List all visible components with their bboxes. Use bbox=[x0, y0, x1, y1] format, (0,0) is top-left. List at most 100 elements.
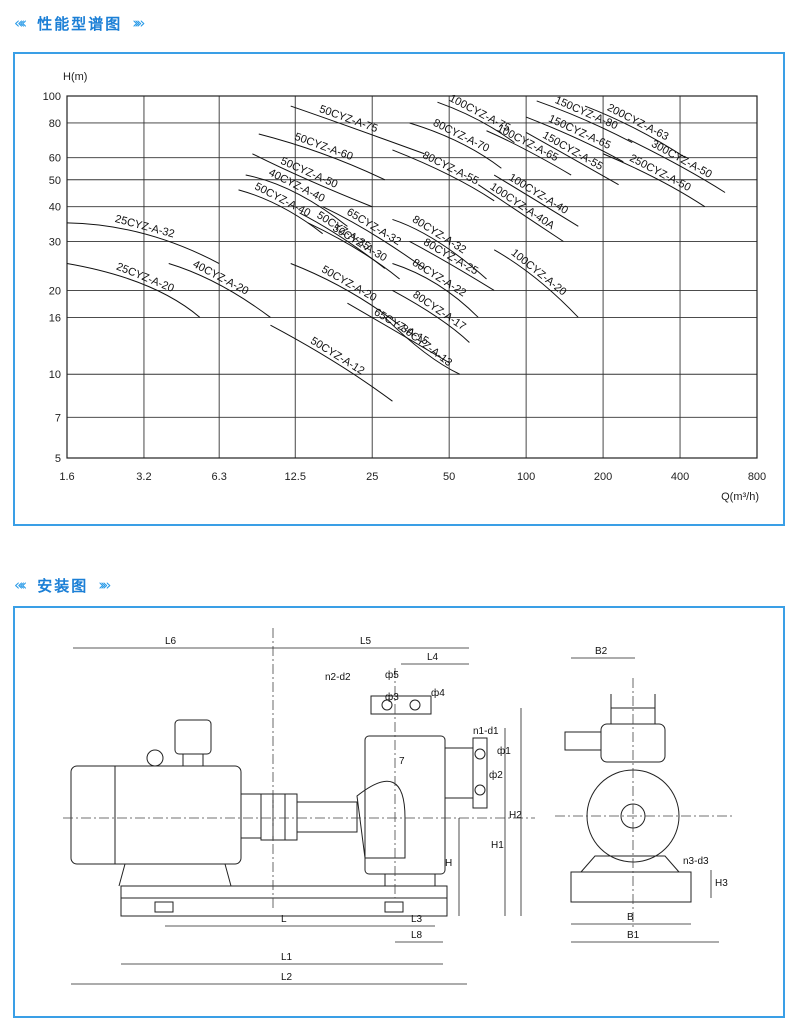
dim-label: L8 bbox=[411, 930, 423, 941]
performance-curve bbox=[299, 212, 386, 269]
dim-label: ф3 bbox=[385, 691, 399, 703]
dim-label: L1 bbox=[281, 952, 293, 963]
performance-curve bbox=[245, 174, 348, 227]
y-tick-label: 20 bbox=[49, 285, 61, 297]
suction-flange bbox=[370, 695, 432, 715]
installation-drawing: L6 L5 L4 n2-d2 ф5 ф3 ф4 n1-d1 ф1 ф2 7 H … bbox=[63, 628, 735, 985]
performance-curve bbox=[392, 149, 495, 202]
chevron-right-icon: ››» bbox=[132, 14, 145, 32]
installation-section-header: «‹‹ 安装图 ››» bbox=[14, 572, 111, 598]
x-tick-label: 12.5 bbox=[285, 471, 306, 483]
dim-label: n3-d3 bbox=[683, 856, 709, 867]
performance-section-header: «‹‹ 性能型谱图 ››» bbox=[14, 10, 145, 36]
dim-label: L2 bbox=[281, 972, 293, 983]
x-tick-label: 800 bbox=[748, 471, 766, 483]
plot-area-border bbox=[66, 95, 758, 459]
curve-label: 50CYZ-A-20 bbox=[319, 264, 378, 305]
pump-casing bbox=[356, 780, 406, 859]
installation-section-title: 安装图 bbox=[37, 577, 89, 595]
x-tick-label: 200 bbox=[594, 471, 612, 483]
x-tick-label: 25 bbox=[366, 471, 378, 483]
dim-label: B bbox=[627, 912, 634, 923]
dim-label: ф2 bbox=[489, 769, 503, 781]
performance-curve bbox=[270, 324, 393, 402]
performance-curve bbox=[584, 105, 686, 159]
pump-body bbox=[364, 735, 446, 875]
performance-curve bbox=[384, 317, 460, 375]
performance-curve bbox=[493, 249, 579, 318]
chevron-right-icon: ››» bbox=[98, 576, 111, 594]
dim-label: ф4 bbox=[431, 687, 445, 699]
performance-section-title: 性能型谱图 bbox=[37, 15, 123, 33]
performance-curve bbox=[602, 153, 706, 208]
dim-label: H bbox=[445, 858, 452, 869]
curve-label: 80CYZ-A-13 bbox=[398, 323, 454, 370]
motor-end-cap bbox=[240, 793, 262, 839]
dim-label: H1 bbox=[491, 840, 504, 851]
x-tick-label: 100 bbox=[517, 471, 535, 483]
x-tick-label: 6.3 bbox=[212, 471, 227, 483]
performance-curve bbox=[238, 189, 323, 235]
dim-label: H3 bbox=[715, 878, 728, 889]
y-tick-label: 50 bbox=[49, 175, 61, 187]
discharge-flange bbox=[472, 737, 488, 809]
x-tick-label: 3.2 bbox=[136, 471, 151, 483]
terminal-box bbox=[174, 719, 212, 755]
y-tick-label: 5 bbox=[55, 453, 61, 465]
chevron-left-icon: «‹‹ bbox=[14, 576, 27, 594]
performance-curve bbox=[478, 184, 564, 242]
performance-curve bbox=[307, 222, 400, 280]
performance-curve bbox=[525, 131, 619, 186]
y-tick-label: 10 bbox=[49, 369, 61, 381]
performance-curve bbox=[392, 263, 479, 318]
performance-curve bbox=[66, 263, 201, 318]
dim-label: L bbox=[281, 914, 287, 925]
dim-label: ф1 bbox=[497, 745, 511, 757]
performance-curve bbox=[627, 138, 726, 193]
end-view-pipe bbox=[564, 731, 602, 751]
bearing-housing bbox=[296, 801, 358, 833]
y-tick-label: 60 bbox=[49, 153, 61, 165]
dim-label: L3 bbox=[411, 914, 423, 925]
performance-curve bbox=[409, 122, 502, 169]
y-tick-label: 100 bbox=[43, 91, 61, 103]
dim-label: H2 bbox=[509, 810, 522, 821]
end-view-base bbox=[570, 871, 692, 903]
y-tick-label: 7 bbox=[55, 412, 61, 424]
x-axis-title: Q(m³/h) bbox=[721, 491, 759, 503]
dim-label: B2 bbox=[595, 646, 608, 657]
y-axis-title: H(m) bbox=[63, 71, 87, 83]
performance-curve bbox=[168, 263, 271, 318]
lifting-eye bbox=[146, 749, 164, 767]
installation-diagram-frame: L6 L5 L4 n2-d2 ф5 ф3 ф4 n1-d1 ф1 ф2 7 H … bbox=[13, 606, 785, 1018]
dim-label: ф5 bbox=[385, 669, 399, 681]
performance-curves bbox=[66, 100, 726, 402]
performance-curve bbox=[525, 116, 624, 163]
dim-label: L6 bbox=[165, 636, 177, 647]
y-tick-label: 40 bbox=[49, 202, 61, 214]
performance-curve bbox=[536, 100, 633, 144]
discharge-pipe bbox=[444, 747, 474, 799]
x-tick-label: 400 bbox=[671, 471, 689, 483]
performance-curve bbox=[493, 174, 579, 227]
base-plate bbox=[120, 885, 448, 917]
dim-label: n2-d2 bbox=[325, 672, 351, 683]
curve-label: 50CYZ-A-12 bbox=[308, 335, 366, 377]
curve-label: 80CYZ-A-55 bbox=[420, 149, 480, 187]
dim-label: L5 bbox=[360, 636, 372, 647]
y-tick-label: 30 bbox=[49, 236, 61, 248]
motor-feet bbox=[118, 863, 232, 887]
x-tick-label: 1.6 bbox=[59, 471, 74, 483]
dim-label: n1-d1 bbox=[473, 726, 499, 737]
y-tick-label: 80 bbox=[49, 118, 61, 130]
curve-label: 25CYZ-A-32 bbox=[114, 213, 176, 240]
curve-label: 25CYZ-A-20 bbox=[115, 261, 176, 295]
coupling bbox=[260, 793, 298, 841]
performance-curve bbox=[392, 218, 487, 280]
chevron-left-icon: «‹‹ bbox=[14, 14, 27, 32]
performance-curve bbox=[486, 130, 572, 176]
performance-curve bbox=[347, 302, 450, 364]
curve-label: 40CYZ-A-20 bbox=[191, 258, 251, 297]
